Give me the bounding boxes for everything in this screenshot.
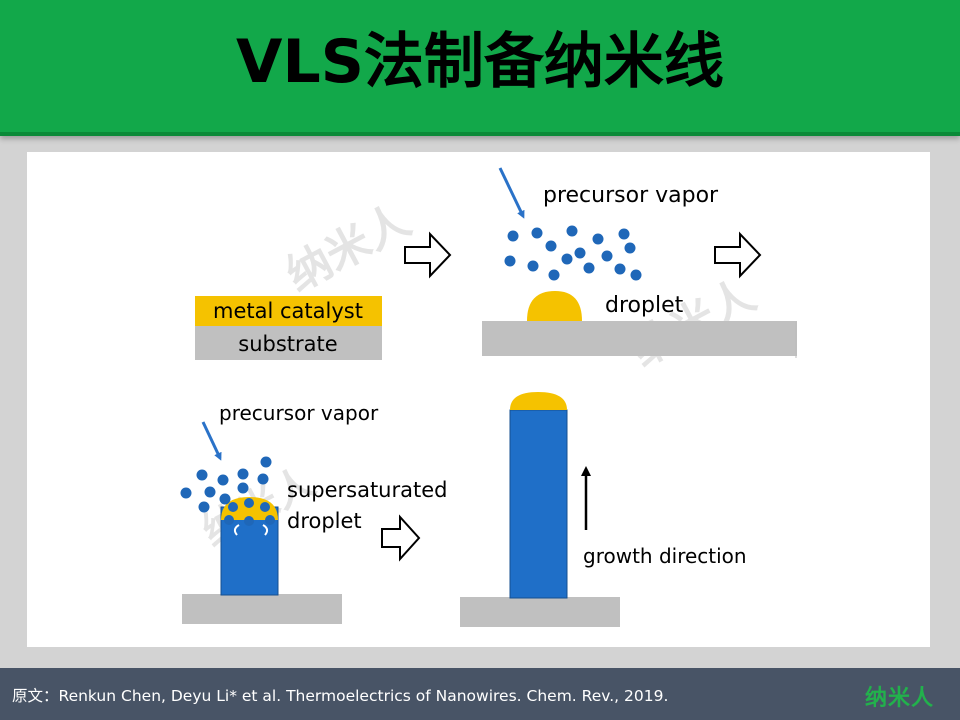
- supersaturated-label: supersaturated: [287, 478, 447, 502]
- vapor-particle: [198, 501, 210, 513]
- vapor-particle: [618, 228, 630, 240]
- brand-logo: 纳米人: [865, 686, 935, 711]
- droplet-label-top: droplet: [605, 293, 684, 318]
- precursor-vapor-label-top: precursor vapor: [543, 183, 719, 208]
- vapor-particle: [244, 516, 254, 526]
- footer-bar: 原文：Renkun Chen, Deyu Li* et al. Thermoel…: [0, 668, 960, 720]
- vapor-particle: [527, 260, 539, 272]
- nanowire-catalyst-cap: [510, 392, 567, 410]
- vapor-particle: [531, 227, 543, 239]
- substrate-block-3: [182, 594, 342, 624]
- droplet-label-bottom: droplet: [287, 509, 362, 533]
- vapor-particle: [196, 469, 208, 481]
- substrate-block-4: [460, 597, 620, 627]
- slide-title: VLS法制备纳米线: [236, 27, 724, 97]
- watermark-1: 纳米人: [278, 195, 418, 302]
- vapor-particle: [237, 482, 249, 494]
- title-bar: VLS法制备纳米线: [0, 0, 960, 136]
- droplet-particles: [224, 498, 275, 526]
- metal-catalyst-layer: [195, 296, 382, 326]
- vapor-particle: [504, 255, 516, 267]
- nanowire: [509, 409, 568, 599]
- substrate-block-2: [482, 321, 797, 356]
- diffusion-arrow-left: [233, 524, 240, 536]
- vapor-particle: [180, 487, 192, 499]
- vls-diagram: 纳米人 纳米人 纳米人 metal catalyst substrate dro…: [180, 167, 797, 627]
- process-arrow-1: [404, 231, 452, 279]
- metal-catalyst-label: metal catalyst: [213, 299, 363, 323]
- vapor-particle: [624, 242, 636, 254]
- diagram-panel: 纳米人 纳米人 纳米人 metal catalyst substrate dro…: [27, 152, 930, 647]
- vapor-particles-bottom: [180, 456, 272, 513]
- vapor-particle: [545, 240, 557, 252]
- diffusion-arrow-right: [262, 524, 269, 536]
- vapor-particle: [507, 230, 519, 242]
- vapor-arrow-top: [498, 167, 525, 219]
- vapor-particle: [204, 486, 216, 498]
- vapor-particle: [592, 233, 604, 245]
- vapor-particle: [601, 250, 613, 262]
- vapor-arrow-bottom: [201, 421, 222, 461]
- precursor-vapor-label-bottom: precursor vapor: [219, 401, 379, 425]
- vapor-particle: [561, 253, 573, 265]
- vapor-particles-top: [504, 225, 642, 281]
- substrate-layer: [195, 326, 382, 360]
- process-arrow-2: [714, 231, 762, 279]
- growth-direction-label: growth direction: [583, 544, 747, 568]
- vapor-particle: [566, 225, 578, 237]
- vapor-particle: [244, 498, 254, 508]
- vapor-particle: [219, 493, 231, 505]
- vapor-particle: [265, 515, 275, 525]
- vapor-particle: [630, 269, 642, 281]
- vapor-particle: [224, 515, 234, 525]
- substrate-label: substrate: [238, 332, 337, 356]
- process-arrow-3: [381, 514, 421, 562]
- vapor-particle: [574, 247, 586, 259]
- catalyst-droplet: [527, 291, 582, 321]
- vapor-particle: [228, 502, 238, 512]
- vapor-particle: [217, 474, 229, 486]
- vapor-particle: [260, 456, 272, 468]
- vapor-particle: [237, 468, 249, 480]
- citation-text: 原文：Renkun Chen, Deyu Li* et al. Thermoel…: [12, 687, 669, 705]
- vapor-particle: [260, 502, 270, 512]
- vapor-particle: [548, 269, 560, 281]
- vapor-particle: [614, 263, 626, 275]
- vapor-particle: [583, 262, 595, 274]
- vapor-particle: [257, 473, 269, 485]
